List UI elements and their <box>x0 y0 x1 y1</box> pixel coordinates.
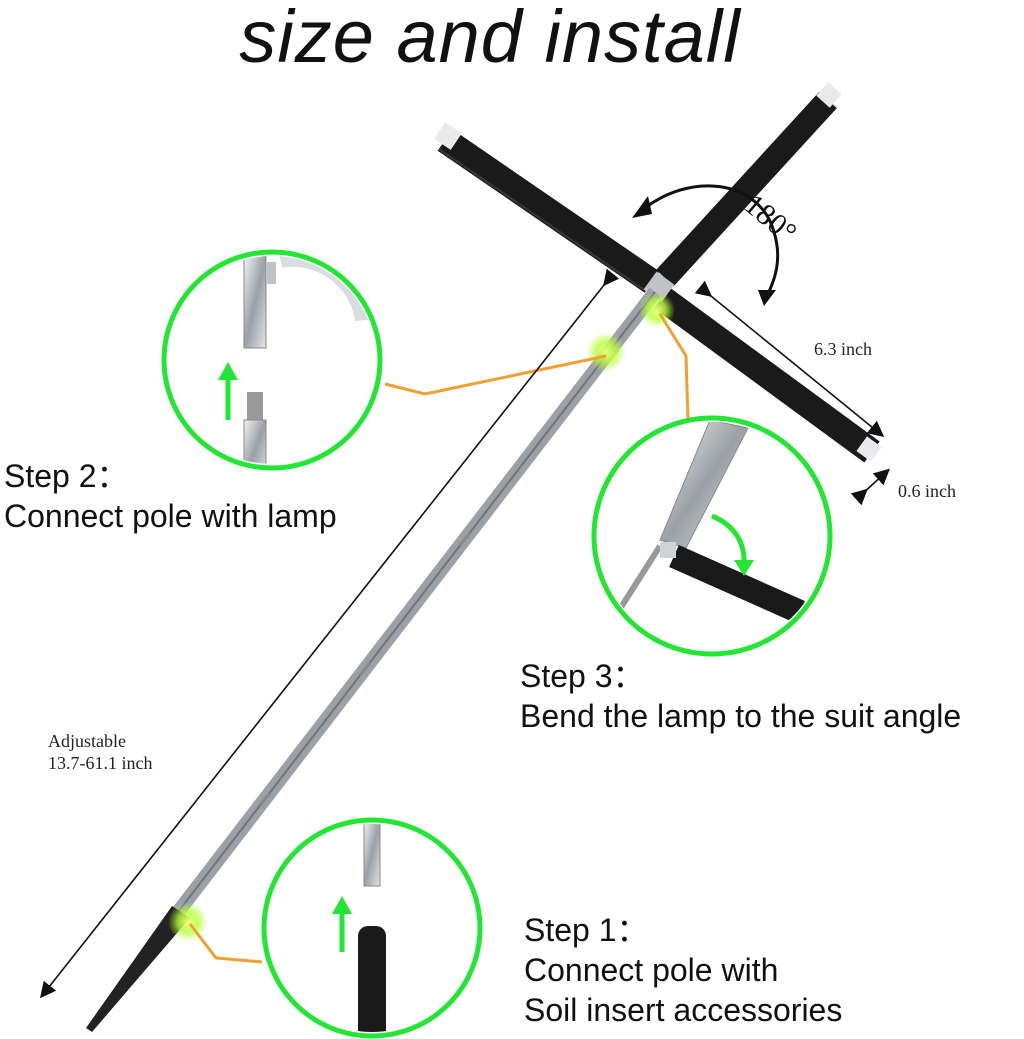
pole-dimension-line <box>40 268 620 999</box>
glow-pole-joint <box>586 332 626 372</box>
arm-length-label: 6.3 inch <box>814 339 872 359</box>
step3-text: Bend the lamp to the suit angle <box>520 698 962 734</box>
step3-block: Step 3： Bend the lamp to the suit angle <box>520 656 961 736</box>
step2-heading: Step 2： <box>4 458 129 494</box>
step2-block: Step 2： Connect pole with lamp <box>4 456 337 536</box>
lamp-arms <box>434 82 882 463</box>
lamp-arm-up <box>656 91 837 287</box>
glow-lamp-joint <box>639 292 675 328</box>
step1-line2: Soil insert accessories <box>524 992 843 1028</box>
curved-arrow-icon <box>639 184 780 299</box>
detail-circle-step1 <box>261 817 483 1039</box>
detail-circle-step3 <box>591 415 833 657</box>
glow-spike-joint <box>168 902 208 942</box>
pole-adjustable-label: Adjustable 13.7-61.1 inch <box>48 730 152 774</box>
leader-step3 <box>658 313 690 421</box>
detail-circle-step2 <box>161 249 383 471</box>
pole-range: 13.7-61.1 inch <box>48 753 153 773</box>
up-arrow-icon <box>332 896 352 952</box>
page-title: size and install <box>239 0 741 78</box>
step3-heading: Step 3： <box>520 658 645 694</box>
arm-width-label: 0.6 inch <box>898 481 956 501</box>
step1-line1: Connect pole with <box>524 952 779 988</box>
pole-label: Adjustable <box>48 731 126 751</box>
curved-arrow-icon <box>710 513 747 561</box>
up-arrow-icon <box>218 362 238 420</box>
arm-length-dimension-line <box>694 280 885 438</box>
step2-text: Connect pole with lamp <box>4 498 337 534</box>
lamp-arm-left <box>437 129 660 293</box>
step1-heading: Step 1： <box>524 912 649 948</box>
arm-width-dimension-line <box>850 468 890 506</box>
step1-block: Step 1： Connect pole with Soil insert ac… <box>524 910 842 1030</box>
